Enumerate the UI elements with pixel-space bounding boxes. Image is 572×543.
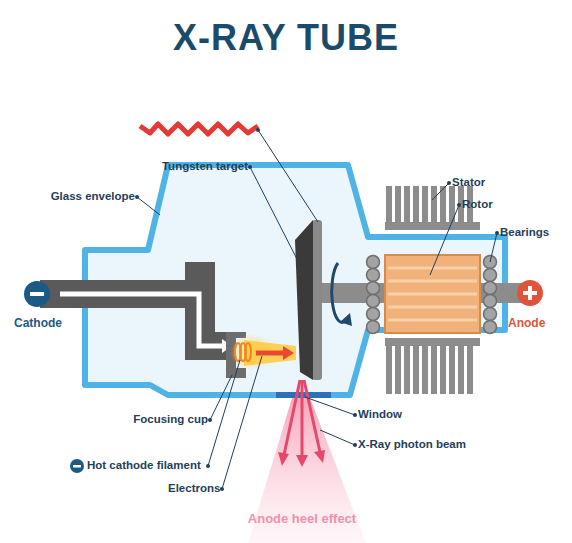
part-label: X-Ray photon beam	[358, 438, 466, 452]
part-label: Rotor	[462, 198, 493, 212]
part-label: Anode	[508, 316, 545, 330]
part-label: Glass envelope	[51, 190, 135, 204]
redaction-scribble	[140, 124, 258, 134]
rotor	[385, 255, 480, 333]
bearings	[367, 256, 497, 334]
part-label: Focusing cup	[133, 413, 208, 427]
diagram-title: X-RAY TUBE	[0, 16, 572, 59]
part-label: Tungsten target	[162, 160, 248, 174]
part-label: Window	[358, 408, 402, 422]
anode-disc	[312, 220, 322, 380]
cathode-terminal	[24, 281, 50, 307]
rotation-arrow	[332, 263, 346, 322]
minus-sign	[73, 465, 81, 468]
filament-coil	[235, 343, 251, 361]
electron-arrow	[256, 351, 284, 356]
part-label: Hot cathode filament	[87, 459, 201, 473]
tungsten-target	[295, 220, 313, 380]
part-label: Cathode	[14, 316, 62, 330]
part-label: Anode heel effect	[152, 511, 452, 527]
stator-bottom	[385, 338, 480, 394]
electron-arrow-head	[283, 346, 294, 360]
rotor-stripes	[388, 268, 477, 320]
photon-arrows	[284, 380, 320, 458]
part-label: Electrons	[168, 482, 220, 496]
photon-arrow-heads	[278, 450, 325, 467]
leader-dots	[135, 128, 499, 491]
plus-sign	[528, 286, 532, 300]
filament-minus-symbol	[70, 459, 84, 473]
part-label: Bearings	[500, 226, 549, 240]
electron-cloud	[244, 340, 296, 366]
current-path	[60, 294, 222, 346]
leader-lines	[137, 130, 497, 489]
minus-sign	[30, 292, 44, 296]
part-label: Stator	[452, 176, 485, 190]
rotation-arrow-head	[340, 313, 352, 326]
anode-terminal	[517, 280, 543, 306]
